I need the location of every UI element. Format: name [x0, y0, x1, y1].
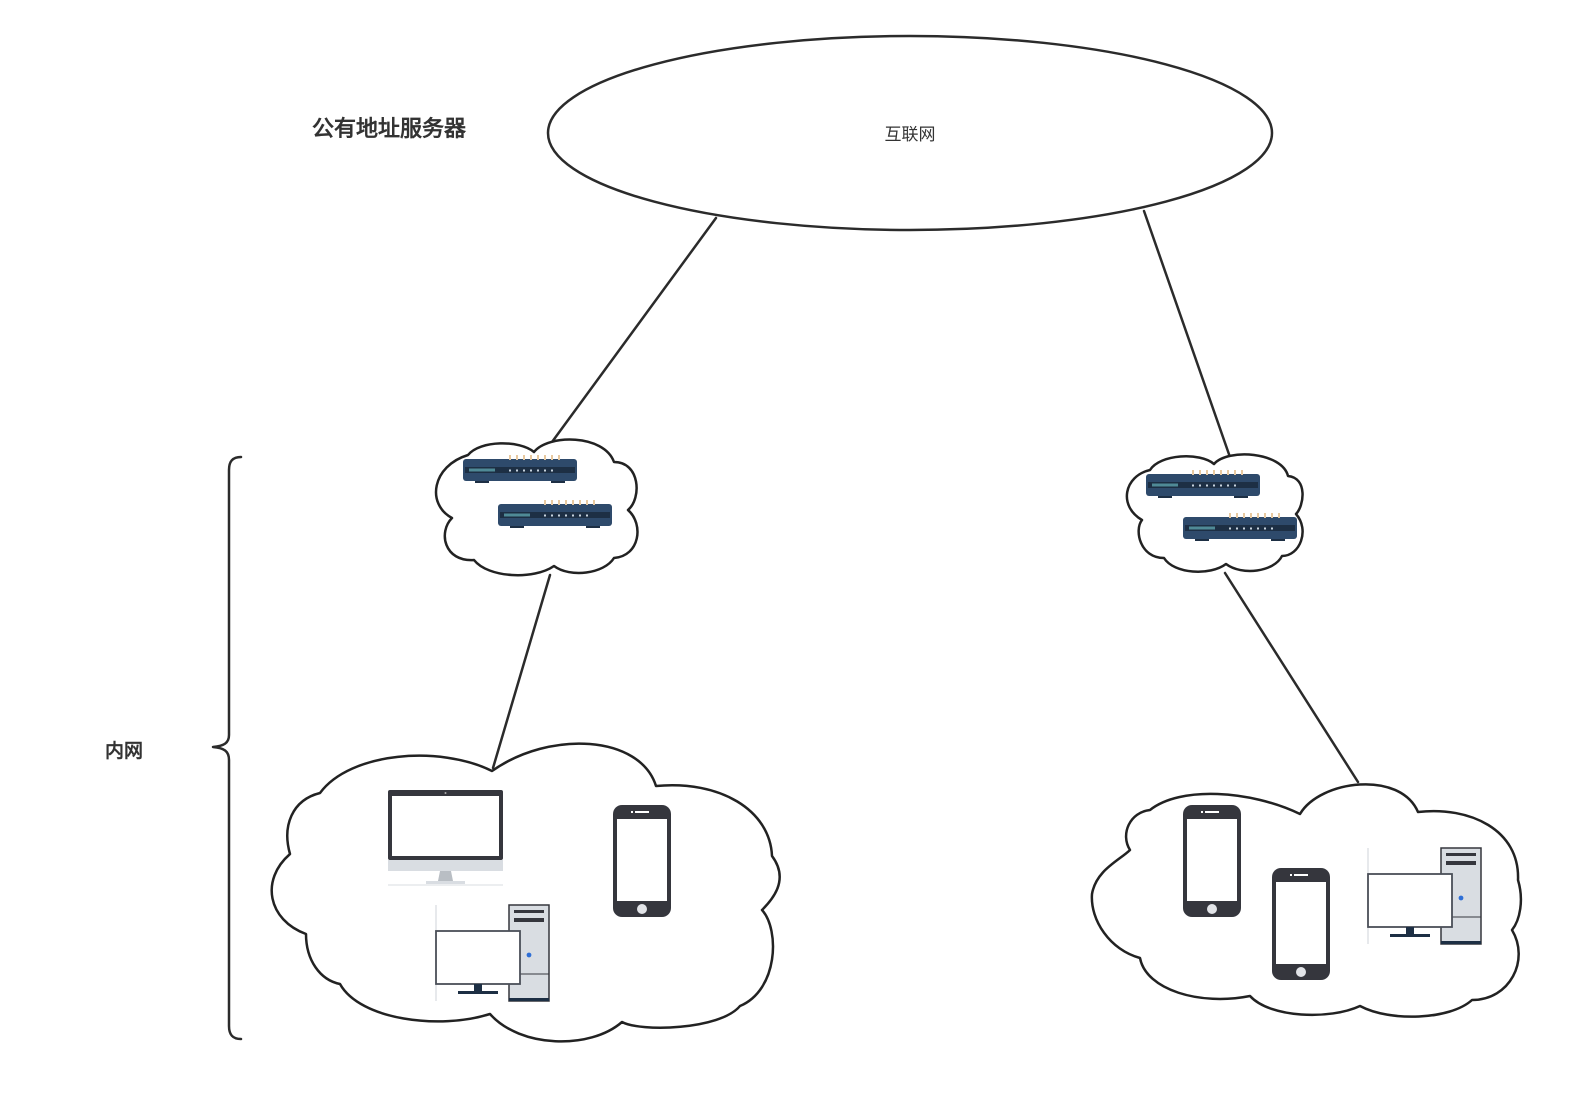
edge-internet-to-left-router [550, 216, 718, 444]
edge-internet-to-right-router [1142, 209, 1233, 462]
edge-left-router-to-left-lan [491, 573, 552, 770]
monitor-icon [387, 789, 504, 886]
intranet-brace [211, 455, 243, 1041]
router-icon [1146, 470, 1260, 498]
internet-node[interactable]: 互联网 [546, 34, 1274, 232]
router-icon [1183, 513, 1297, 541]
public-server-label: 公有地址服务器 [312, 116, 467, 142]
lan-right[interactable] [1090, 783, 1523, 1018]
lan-left[interactable] [270, 742, 781, 1043]
phone-icon [1183, 805, 1241, 917]
phone-icon [1272, 868, 1330, 980]
intranet-label: 内网 [105, 739, 143, 762]
connection-lines [491, 209, 1360, 784]
internet-ellipse[interactable] [546, 34, 1274, 232]
router-icon [498, 500, 612, 528]
router-icon [463, 455, 577, 483]
phone-icon [613, 805, 671, 917]
router-group-left[interactable] [434, 438, 639, 577]
internet-label: 互联网 [885, 125, 936, 145]
router-group-right[interactable] [1125, 453, 1304, 573]
edge-right-router-to-right-lan [1223, 571, 1360, 784]
